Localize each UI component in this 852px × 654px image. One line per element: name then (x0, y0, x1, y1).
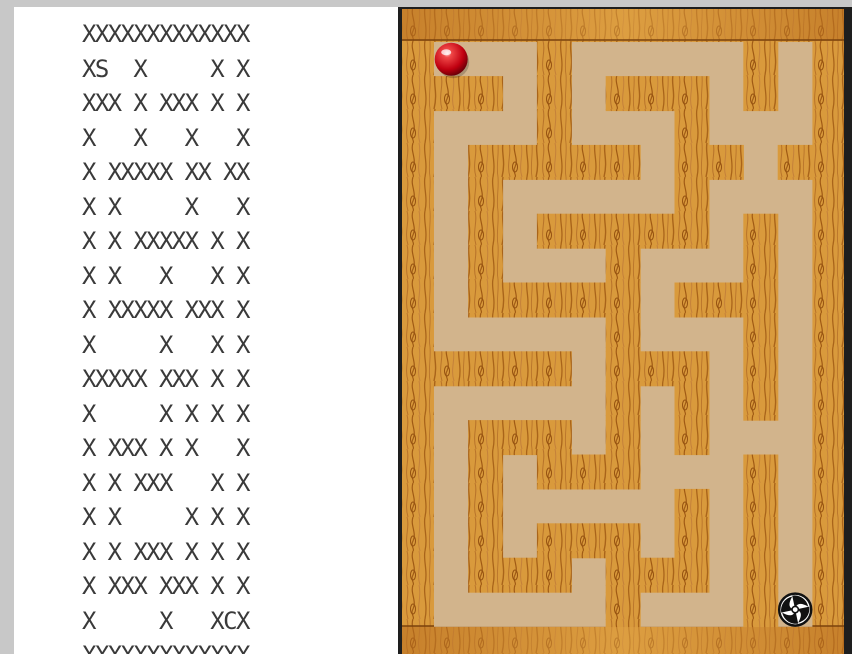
maze-wall-block (606, 351, 641, 386)
maze-wall-block (537, 76, 572, 111)
maze-wall-block (640, 214, 675, 249)
maze-wall-block (675, 111, 710, 146)
maze-wall-block (743, 489, 778, 524)
maze-wall-block (743, 42, 778, 77)
maze-wall-block (778, 145, 813, 180)
maze-wall-block (537, 214, 572, 249)
ascii-maze-panel: XXXXXXXXXXXXX XS X X X XXX X XXX X X X X… (14, 7, 398, 654)
maze-wall-block (537, 558, 572, 593)
maze-wall-block (743, 76, 778, 111)
frame-bottom-rail (402, 626, 848, 654)
maze-wall-block (468, 489, 503, 524)
maze-wall-block (675, 523, 710, 558)
maze-wall-block (606, 283, 641, 318)
maze-wall-block (468, 76, 503, 111)
maze-wall-block (675, 214, 710, 249)
maze-wall-block (675, 386, 710, 421)
maze-wall-block (675, 558, 710, 593)
ascii-maze-map: XXXXXXXXXXXXX XS X X X XXX X XXX X X X X… (82, 17, 249, 654)
maze-wall-block (537, 42, 572, 77)
maze-wall-block (468, 420, 503, 455)
maze-wall-block (503, 420, 538, 455)
frame-right-edge (844, 7, 852, 654)
maze-wall-block (468, 248, 503, 283)
maze-board[interactable] (398, 7, 852, 654)
maze-wall-block (743, 214, 778, 249)
maze-wall-block (606, 145, 641, 180)
maze-wall-block (743, 558, 778, 593)
maze-wall-block (537, 523, 572, 558)
maze-wall-block (675, 420, 710, 455)
maze-wall-block (468, 214, 503, 249)
maze-canvas[interactable] (398, 7, 852, 654)
maze-wall-block (606, 76, 641, 111)
maze-wall-block (571, 214, 606, 249)
maze-wall-block (743, 386, 778, 421)
maze-wall-block (468, 145, 503, 180)
maze-wall-block (537, 455, 572, 490)
maze-wall-block (571, 455, 606, 490)
maze-wall-block (537, 111, 572, 146)
maze-wall-block (606, 558, 641, 593)
maze-wall-block (606, 214, 641, 249)
frame-top-rail (402, 9, 848, 41)
maze-wall-block (468, 283, 503, 318)
maze-wall-block (743, 592, 778, 627)
maze-wall-block (468, 558, 503, 593)
maze-wall-block (537, 420, 572, 455)
maze-wall-block (571, 283, 606, 318)
maze-wall-block (468, 523, 503, 558)
maze-wall-block (606, 592, 641, 627)
maze-wall-block (503, 558, 538, 593)
maze-wall-block (675, 351, 710, 386)
maze-wall-block (640, 558, 675, 593)
maze-wall-block (434, 351, 469, 386)
maze-wall-block (640, 351, 675, 386)
maze-wall-block (743, 455, 778, 490)
maze-wall-block (434, 76, 469, 111)
maze-wall-block (606, 248, 641, 283)
maze-wall-block (503, 145, 538, 180)
maze-wall-block (675, 489, 710, 524)
swirl-hole-icon (779, 594, 811, 626)
maze-wall-block (743, 351, 778, 386)
maze-wall-block (468, 455, 503, 490)
maze-wall-block (675, 179, 710, 214)
maze-wall-block (709, 283, 744, 318)
maze-wall-block (571, 523, 606, 558)
maze-wall-block (709, 145, 744, 180)
maze-wall-block (468, 351, 503, 386)
maze-wall-block (606, 455, 641, 490)
maze-wall-block (537, 351, 572, 386)
maze-wall-block (743, 317, 778, 352)
maze-wall-block (606, 317, 641, 352)
maze-wall-block (743, 248, 778, 283)
maze-wall-block (640, 76, 675, 111)
maze-wall-block (537, 145, 572, 180)
maze-wall-block (606, 386, 641, 421)
maze-wall-block (503, 283, 538, 318)
maze-wall-block (503, 351, 538, 386)
maze-wall-block (468, 179, 503, 214)
maze-wall-block (743, 283, 778, 318)
maze-wall-block (675, 76, 710, 111)
maze-wall-block (743, 523, 778, 558)
maze-wall-block (537, 283, 572, 318)
maze-wall-block (675, 283, 710, 318)
maze-wall-block (675, 145, 710, 180)
maze-wall-block (571, 145, 606, 180)
maze-wall-block (606, 523, 641, 558)
maze-wall-block (606, 420, 641, 455)
